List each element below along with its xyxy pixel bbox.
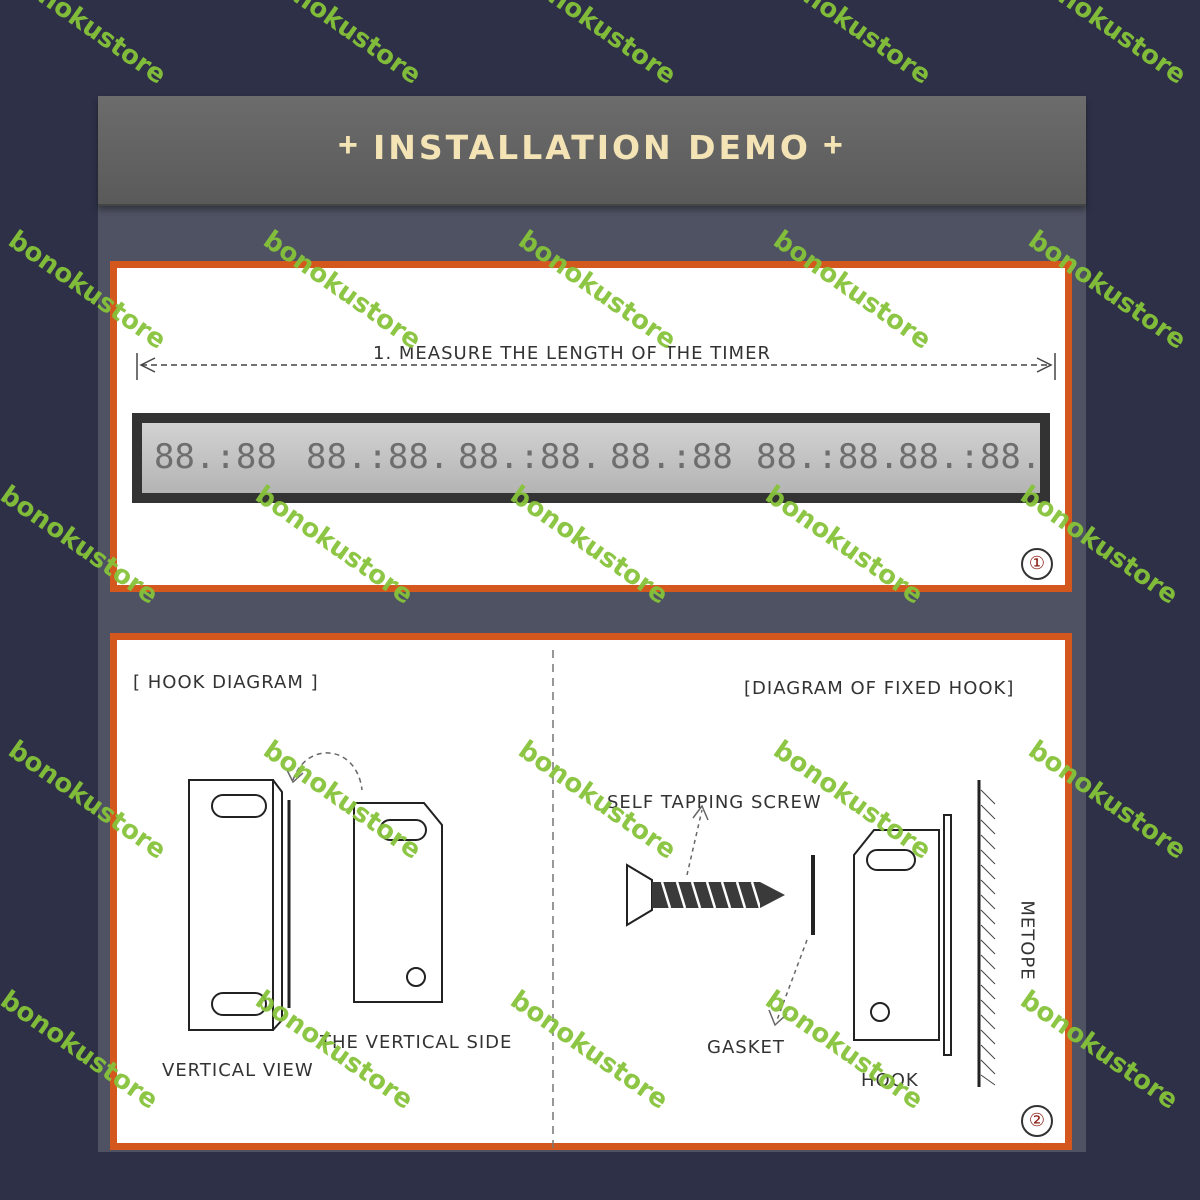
watermark: bonokustore: [2, 0, 172, 91]
timer-digits-1: 88.:88: [154, 437, 277, 477]
measure-label: 1. MEASURE THE LENGTH OF THE TIMER: [369, 343, 775, 364]
page-title: INSTALLATION DEMO: [373, 128, 811, 167]
timer-digits-3: 88.:88.: [458, 437, 602, 477]
timer-digits-2: 88.:88.: [306, 437, 450, 477]
header-bar: + INSTALLATION DEMO +: [98, 96, 1086, 206]
fixed-hook-title: [DIAGRAM OF FIXED HOOK]: [744, 678, 1015, 699]
step1-card: 1. MEASURE THE LENGTH OF THE TIMER 88.:8…: [110, 261, 1072, 592]
vertical-view-label: VERTICAL VIEW: [162, 1060, 314, 1081]
watermark: bonokustore: [1022, 0, 1192, 91]
vertical-side-label: THE VERTICAL SIDE: [320, 1032, 513, 1053]
hook-diagram-drawing: [188, 650, 996, 1150]
timer-digits-6: 88.:88.: [898, 437, 1042, 477]
timer-digits-4: 88.:88: [610, 437, 733, 477]
hook-label: HOOK: [861, 1070, 919, 1091]
measure-arrow-icon: [136, 353, 1056, 380]
hook-diagram-title: [ HOOK DIAGRAM ]: [133, 672, 319, 693]
step2-card: [ HOOK DIAGRAM ] [DIAGRAM OF FIXED HOOK]: [110, 633, 1072, 1150]
step-number-2: ②: [1021, 1105, 1053, 1137]
watermark: bonokustore: [512, 0, 682, 91]
step-number-1: ①: [1021, 548, 1053, 580]
watermark: bonokustore: [257, 0, 427, 91]
header-plus-right: +: [823, 126, 843, 164]
watermark: bonokustore: [767, 0, 937, 91]
timer-display: 88.:88 88.:88. 88.:88. 88.:88 88.:88. 88…: [132, 413, 1050, 503]
screw-label: SELF TAPPING SCREW: [607, 792, 822, 813]
gasket-label: GASKET: [707, 1037, 785, 1058]
header-plus-left: +: [338, 126, 358, 164]
timer-digits-5: 88.:88.: [756, 437, 900, 477]
metope-label: METOPE: [1016, 900, 1038, 981]
